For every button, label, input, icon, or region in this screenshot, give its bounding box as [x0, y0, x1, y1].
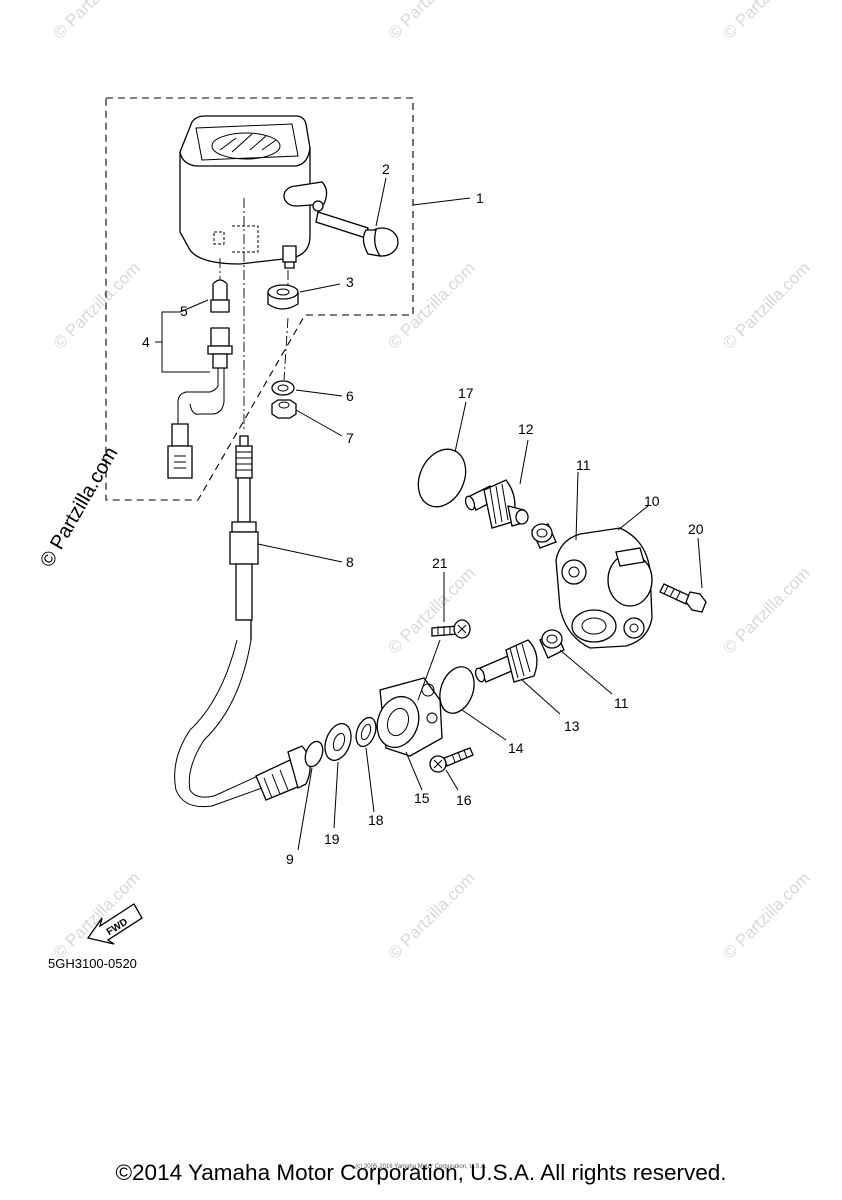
callout-16: 16	[456, 792, 472, 808]
nut	[271, 399, 297, 419]
bushing-upper	[531, 523, 557, 549]
bushing-lower	[539, 629, 565, 659]
callout-5: 5	[180, 303, 188, 319]
callout-2: 2	[382, 161, 390, 177]
callout-4: 4	[142, 334, 150, 350]
callout-11-upper: 11	[576, 457, 591, 473]
gear-housing	[376, 677, 443, 757]
watermark: © Partzilla.com	[384, 0, 478, 43]
callout-13: 13	[564, 718, 580, 734]
speedometer-assembly	[179, 115, 328, 269]
drive-gear	[464, 479, 529, 529]
callout-9: 9	[286, 851, 294, 867]
gasket	[417, 448, 467, 508]
alignment-line	[283, 270, 289, 381]
housing-screw-upper	[431, 619, 471, 639]
watermark: © Partzilla.com	[49, 0, 143, 43]
callout-12: 12	[518, 421, 534, 437]
oil-seal	[324, 723, 352, 761]
callout-14: 14	[508, 740, 524, 756]
callout-8: 8	[346, 554, 354, 570]
washer	[271, 380, 295, 396]
callout-15: 15	[414, 790, 430, 806]
o-ring	[304, 740, 324, 768]
callout-20: 20	[688, 521, 704, 537]
callout-6: 6	[346, 388, 354, 404]
watermark: © Partzilla.com	[384, 868, 478, 962]
callouts: 1 2 3 4 5 6 7 8 9 10 11 11 12 13 14 15 1…	[142, 161, 704, 867]
leader-lines	[155, 177, 703, 851]
watermark: © Partzilla.com	[384, 258, 478, 352]
housing-o-ring	[439, 666, 475, 714]
driven-gear	[474, 639, 538, 683]
watermark: © Partzilla.com	[719, 0, 813, 43]
housing-screw-lower	[429, 747, 474, 773]
watermark: © Partzilla.com	[719, 563, 813, 657]
trip-reset-knob	[315, 211, 399, 257]
callout-18: 18	[368, 812, 384, 828]
meter-cable	[174, 198, 311, 808]
callout-21: 21	[432, 555, 448, 571]
gear-case-bolt	[659, 583, 707, 613]
callout-3: 3	[346, 274, 354, 290]
callout-19: 19	[324, 831, 340, 847]
watermark: © Partzilla.com	[719, 868, 813, 962]
meter-light-socket	[167, 258, 233, 479]
callout-17: 17	[458, 385, 474, 401]
small-credit: (c) 2005-2016 Yamaha Motor Corporation, …	[355, 1164, 487, 1170]
watermark: © Partzilla.com	[384, 563, 478, 657]
thrust-washer	[355, 716, 377, 748]
callout-7: 7	[346, 430, 354, 446]
callout-1: 1	[476, 190, 484, 206]
diagram-code: 5GH3100-0520	[48, 956, 137, 971]
callout-11-lower: 11	[614, 695, 629, 711]
callout-10: 10	[644, 493, 660, 509]
watermark: © Partzilla.com	[49, 258, 143, 352]
copyright-notice: ©2014 Yamaha Motor Corporation, U.S.A. A…	[115, 1160, 727, 1185]
watermark: © Partzilla.com	[719, 258, 813, 352]
gear-case	[555, 527, 653, 649]
grommet	[267, 284, 299, 310]
assembly-boundary	[105, 97, 414, 501]
